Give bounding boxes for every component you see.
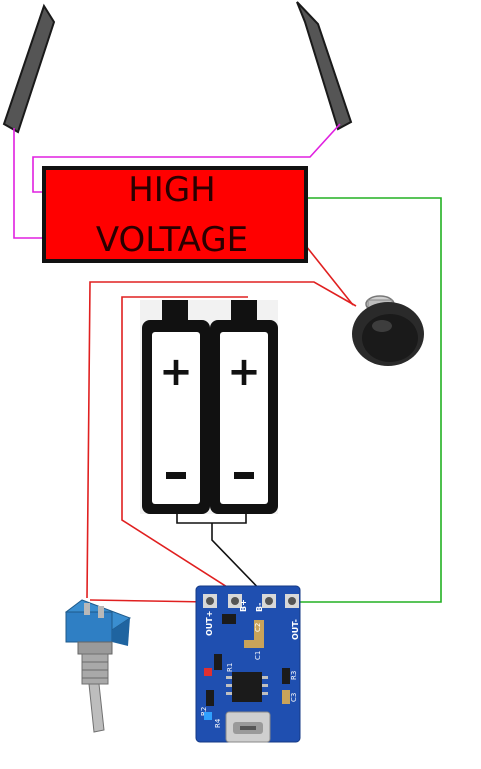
label-r2: R2 [200,707,208,716]
label-c3: C3 [290,693,298,702]
right-electrode [296,1,353,131]
charger-board: OUT+ B+ B- OUT- C1 C2 R1 R2 R3 C3 R4 [195,585,301,743]
smd-resistor-r3 [282,668,290,684]
black-wire-battery-to-bminus [176,514,269,599]
smd-resistor-r2 [206,690,214,706]
battery-cell-1-plus: + [159,349,193,395]
high-voltage-label-line2: VOLTAGE [96,220,248,260]
toggle-lever[interactable] [88,683,105,733]
red-wire-module-to-button [305,245,354,306]
left-electrode [2,3,56,134]
red-wire-button-to-switch [86,281,357,599]
smd-cap-c2 [254,620,264,642]
led-red [204,668,212,676]
red-wire-switch-to-outplus [89,599,211,603]
smd-cap-c3 [282,690,290,704]
push-button[interactable] [352,295,424,366]
high-voltage-module: HIGH VOLTAGE [42,166,308,263]
label-r3: R3 [290,671,298,680]
electrode-wire-right [32,123,341,193]
battery-cell-2-plus: + [227,349,261,395]
label-r1: R1 [226,663,234,672]
pad-b-plus [228,594,242,608]
electrode-wire-left [13,128,48,239]
smd-chip-top [222,614,236,624]
label-c2: C2 [254,623,262,632]
label-out-minus: OUT- [291,619,300,640]
led-blue [204,712,212,720]
pad-b-minus [262,594,276,608]
battery-cell-1: + [142,300,210,514]
green-wire [294,197,442,603]
charger-ic [232,672,262,702]
label-r4: R4 [214,718,222,728]
smd-resistor-r1 [214,654,222,670]
toggle-switch[interactable] [64,599,132,733]
high-voltage-label-line1: HIGH [128,170,216,210]
battery-pack: + + [140,300,278,514]
smd-cap-c1 [244,640,264,648]
label-b-minus: B- [255,603,264,612]
label-out-plus: OUT+ [205,611,214,636]
pad-out-minus [285,594,299,608]
label-c1: C1 [254,651,262,660]
battery-cell-2: + [210,300,278,514]
label-b-plus: B+ [239,599,248,612]
micro-usb-port[interactable] [225,711,271,743]
pad-out-plus [203,594,217,608]
